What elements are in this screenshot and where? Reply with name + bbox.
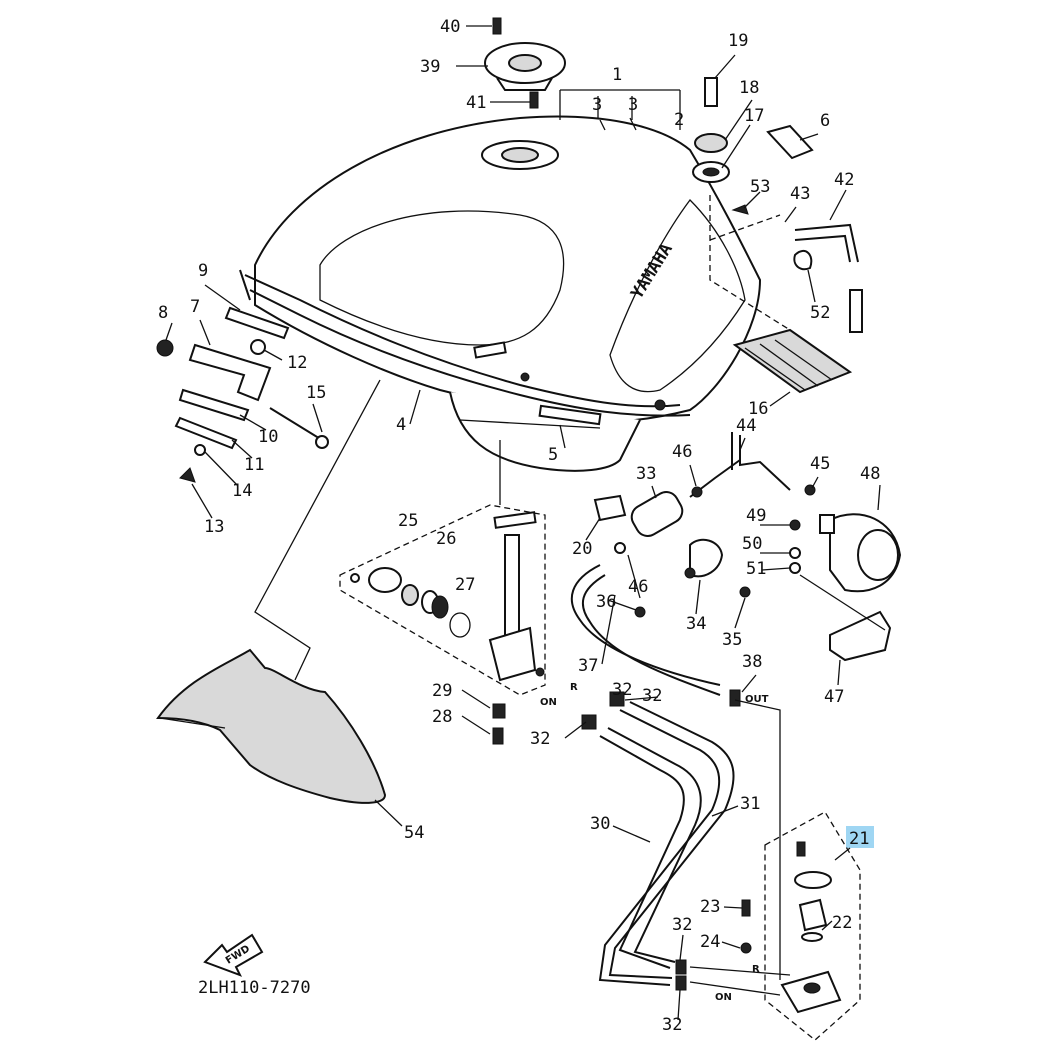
- label-11: 11: [244, 455, 264, 475]
- mark-r-2: R: [752, 964, 760, 975]
- rubber-pad: [732, 328, 853, 394]
- label-37: 37: [578, 656, 598, 676]
- valve-21: [689, 699, 861, 1041]
- label-46b: 46: [628, 577, 648, 597]
- label-39: 39: [420, 57, 440, 77]
- label-22: 22: [832, 913, 852, 933]
- right-upper-parts: [692, 77, 863, 333]
- label-32c: 32: [672, 915, 692, 935]
- fwd-arrow: FWD: [203, 933, 264, 977]
- label-6: 6: [820, 111, 830, 131]
- label-43: 43: [790, 184, 810, 204]
- label-13: 13: [204, 517, 224, 537]
- label-32b: 32: [530, 729, 550, 749]
- label-14: 14: [232, 481, 252, 501]
- mark-r-1: R: [570, 682, 578, 693]
- label-17: 17: [744, 106, 764, 126]
- label-20: 20: [572, 539, 592, 559]
- label-3a: 3: [592, 95, 602, 115]
- clip-20: [593, 494, 627, 522]
- fuel-tank: YAMAHA: [239, 115, 762, 472]
- label-51: 51: [746, 559, 766, 579]
- label-30: 30: [590, 814, 610, 834]
- label-31: 31: [740, 794, 760, 814]
- label-28: 28: [432, 707, 452, 727]
- cover-54: [156, 648, 387, 804]
- label-36: 36: [596, 592, 616, 612]
- leader-lines: [254, 89, 681, 681]
- label-35: 35: [722, 630, 742, 650]
- label-12: 12: [287, 353, 307, 373]
- mark-out: OUT: [745, 694, 769, 705]
- label-9: 9: [198, 261, 208, 281]
- mark-on-1: ON: [540, 697, 557, 708]
- label-32d: 32: [662, 1015, 682, 1035]
- label-15: 15: [306, 383, 326, 403]
- label-48: 48: [860, 464, 880, 484]
- label-19: 19: [728, 31, 748, 51]
- highlight-21: [846, 826, 874, 848]
- label-7: 7: [190, 297, 200, 317]
- left-brackets: [156, 306, 329, 483]
- label-21: 21: [849, 829, 869, 849]
- part-labels: 1 2 3 3 4 5 6 7 8 9 10 11 12 13 14 15 16…: [158, 17, 880, 1035]
- label-32a: 32: [642, 686, 662, 706]
- hoses: [570, 564, 741, 991]
- label-44: 44: [736, 416, 756, 436]
- label-33: 33: [636, 464, 656, 484]
- label-10: 10: [258, 427, 278, 447]
- label-27: 27: [455, 575, 475, 595]
- label-50: 50: [742, 534, 762, 554]
- fuel-cock-assembly: [339, 504, 546, 745]
- label-42: 42: [834, 170, 854, 190]
- label-26: 26: [436, 529, 456, 549]
- label-41: 41: [466, 93, 486, 113]
- label-23: 23: [700, 897, 720, 917]
- label-29: 29: [432, 681, 452, 701]
- label-24: 24: [700, 932, 720, 952]
- label-34: 34: [686, 614, 706, 634]
- label-38: 38: [742, 652, 762, 672]
- label-8: 8: [158, 303, 168, 323]
- label-leaders: [165, 25, 881, 1021]
- mark-on-2: ON: [715, 992, 732, 1003]
- label-54: 54: [404, 823, 424, 843]
- label-18: 18: [739, 78, 759, 98]
- label-5: 5: [548, 445, 558, 465]
- label-25: 25: [398, 511, 418, 531]
- label-16: 16: [748, 399, 768, 419]
- fuel-cap: [484, 17, 566, 109]
- diagram-code: 2LH110-7270: [198, 978, 311, 998]
- label-1: 1: [612, 65, 622, 85]
- label-2: 2: [674, 110, 684, 130]
- label-32e: 32: [612, 680, 632, 700]
- label-46a: 46: [672, 442, 692, 462]
- label-49: 49: [746, 506, 766, 526]
- label-40: 40: [440, 17, 460, 37]
- label-52: 52: [810, 303, 830, 323]
- label-53: 53: [750, 177, 770, 197]
- label-3b: 3: [628, 95, 638, 115]
- label-4: 4: [396, 415, 406, 435]
- label-47: 47: [824, 687, 844, 707]
- label-45: 45: [810, 454, 830, 474]
